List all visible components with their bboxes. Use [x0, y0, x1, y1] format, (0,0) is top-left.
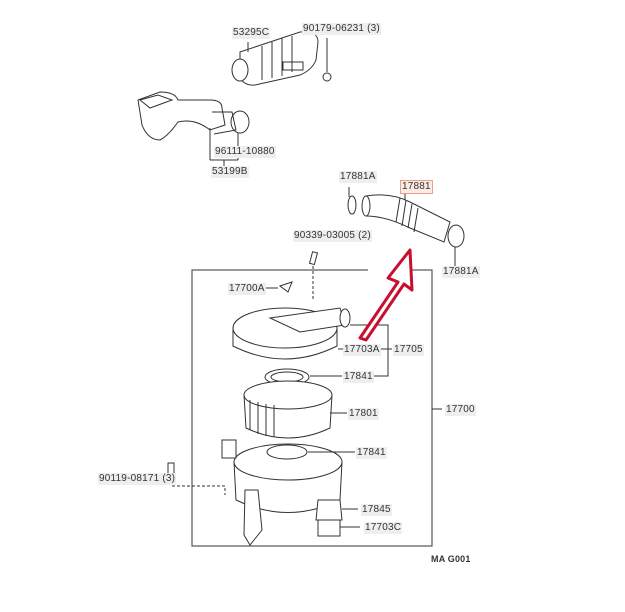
cap-part [232, 307, 392, 377]
label-17705[interactable]: 17705 [393, 344, 424, 356]
clip-part [308, 251, 319, 300]
filter-element-part [243, 380, 347, 439]
valve-part [315, 499, 360, 537]
label-53199b[interactable]: 53199B [211, 166, 249, 178]
label-17841-lower[interactable]: 17841 [356, 447, 387, 459]
label-17881-highlighted[interactable]: 17881 [400, 180, 433, 194]
label-17700[interactable]: 17700 [445, 404, 476, 416]
label-17700a[interactable]: 17700A [228, 283, 266, 295]
label-96111-10880[interactable]: 96111-10880 [214, 146, 276, 158]
label-17703a[interactable]: 17703A [343, 344, 381, 356]
wing-nut-part [264, 281, 293, 293]
assembly-bracket [191, 269, 442, 547]
label-53295c[interactable]: 53295C [232, 27, 271, 39]
label-17881a-upper[interactable]: 17881A [339, 171, 377, 183]
label-90119-08171[interactable]: 90119-08171 (3) [98, 473, 177, 485]
inlet-hose-part [347, 187, 465, 266]
screw-part [322, 38, 332, 82]
label-17881a-lower[interactable]: 17881A [442, 266, 480, 278]
label-90339-03005[interactable]: 90339-03005 (2) [293, 230, 372, 242]
highlight-arrow [358, 248, 414, 342]
intake-duct-part [231, 31, 319, 86]
label-17845[interactable]: 17845 [361, 504, 392, 516]
label-17703c[interactable]: 17703C [364, 522, 403, 534]
figure-code: MA G001 [431, 554, 471, 564]
label-17801[interactable]: 17801 [348, 408, 379, 420]
case-part [221, 439, 355, 546]
label-17841-upper[interactable]: 17841 [343, 371, 374, 383]
label-90179-06231[interactable]: 90179-06231 (3) [302, 23, 381, 35]
